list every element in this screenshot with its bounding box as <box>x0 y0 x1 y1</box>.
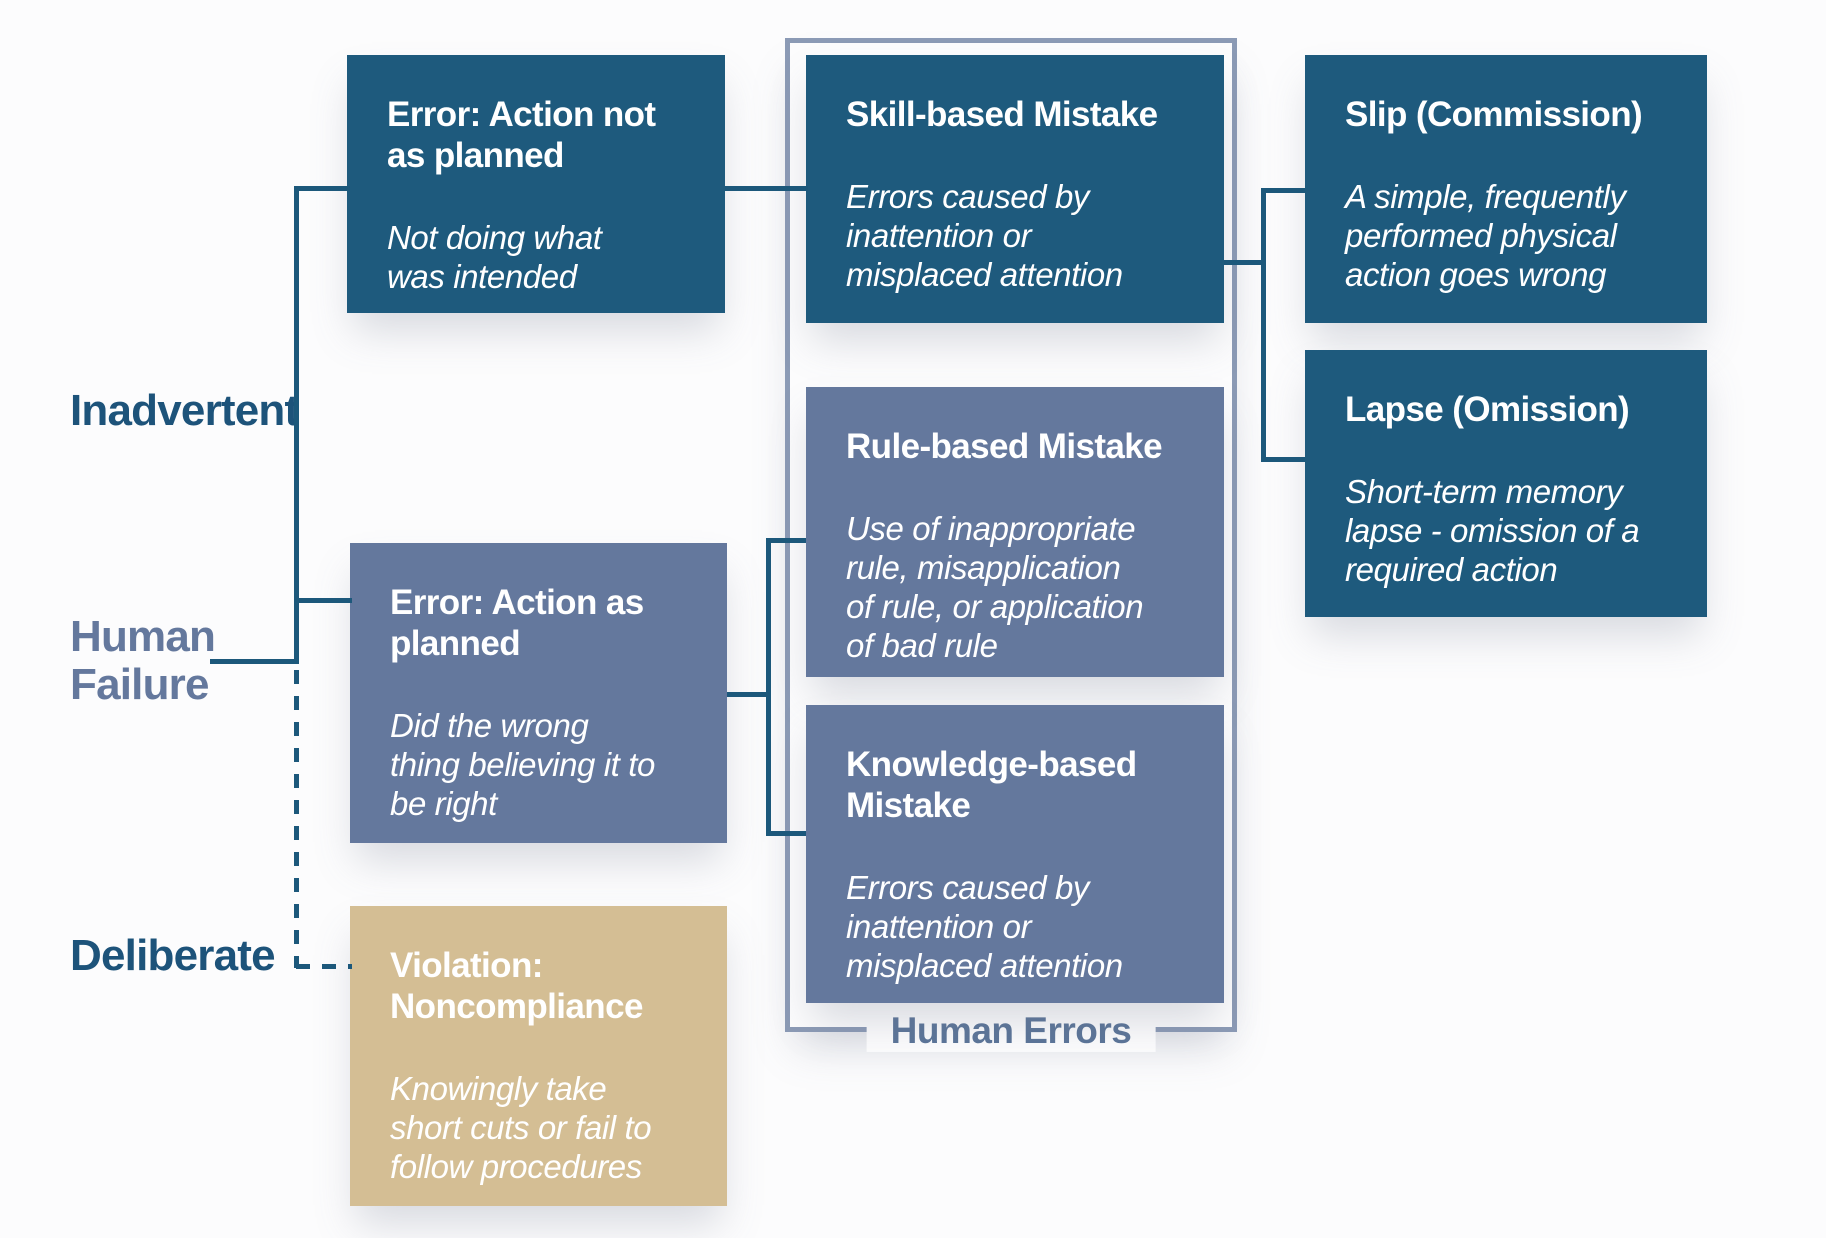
node-title: Skill-based Mistake <box>846 95 1158 134</box>
node-slip-commission: Slip (Commission) A simple, frequently p… <box>1305 55 1707 323</box>
node-title: Slip (Commission) <box>1345 95 1643 134</box>
label-deliberate: Deliberate <box>70 931 276 980</box>
node-skill-based-mistake: Skill-based Mistake Errors caused by ina… <box>806 55 1224 323</box>
node-title: Error: Action as planned <box>390 583 644 663</box>
connector-left-bracket-vertical <box>766 538 771 836</box>
label-inadvertent: Inadvertent <box>70 386 299 435</box>
node-error-action-not-as-planned: Error: Action not as planned Not doing w… <box>347 55 725 313</box>
node-description: Knowingly take short cuts or fail to fol… <box>390 1069 652 1185</box>
connector-right-bracket-vertical <box>1261 188 1266 462</box>
node-title: Lapse (Omission) <box>1345 390 1630 429</box>
connector-deliberate-dashed-vertical <box>294 670 299 968</box>
human-errors-group-label: Human Errors <box>866 1010 1156 1052</box>
node-title: Violation: Noncompliance <box>390 946 643 1026</box>
node-description: Use of inappropriate rule, misapplicatio… <box>846 509 1144 664</box>
connector-left-bracket-bottom-arm <box>766 831 806 836</box>
node-rule-based-mistake: Rule-based Mistake Use of inappropriate … <box>806 387 1224 677</box>
node-description: A simple, frequently performed physical … <box>1345 177 1626 293</box>
node-lapse-omission: Lapse (Omission) Short-term memory lapse… <box>1305 350 1707 617</box>
node-knowledge-based-mistake: Knowledge-based Mistake Errors caused by… <box>806 705 1224 1003</box>
connector-skill-to-bracket <box>1224 260 1265 265</box>
node-error-action-as-planned: Error: Action as planned Did the wrong t… <box>350 543 727 843</box>
node-title: Error: Action not as planned <box>387 95 656 175</box>
connector-error-not-to-skill <box>725 186 808 191</box>
node-description: Not doing what was intended <box>387 218 602 295</box>
connector-right-bracket-top-arm <box>1261 188 1305 193</box>
connector-left-bracket-top-arm <box>766 538 806 543</box>
node-description: Errors caused by inattention or misplace… <box>846 868 1123 984</box>
connector-right-bracket-bottom-arm <box>1261 457 1305 462</box>
node-title: Rule-based Mistake <box>846 427 1163 466</box>
node-title: Knowledge-based Mistake <box>846 745 1137 825</box>
connector-branch-error-not <box>294 186 350 191</box>
connector-error-as-to-bracket <box>727 692 770 697</box>
node-description: Did the wrong thing believing it to be r… <box>390 706 655 822</box>
human-errors-group: Human Errors <box>785 38 1237 1052</box>
connector-trunk-vertical <box>294 186 299 664</box>
node-violation-noncompliance: Violation: Noncompliance Knowingly take … <box>350 906 727 1206</box>
node-description: Errors caused by inattention or misplace… <box>846 177 1123 293</box>
connector-human-failure-stem <box>210 659 299 664</box>
node-description: Short-term memory lapse - omission of a … <box>1345 472 1640 588</box>
connector-deliberate-dashed-horizontal <box>296 964 352 969</box>
label-human-failure: Human Failure <box>70 612 216 709</box>
connector-branch-error-as <box>294 598 352 603</box>
